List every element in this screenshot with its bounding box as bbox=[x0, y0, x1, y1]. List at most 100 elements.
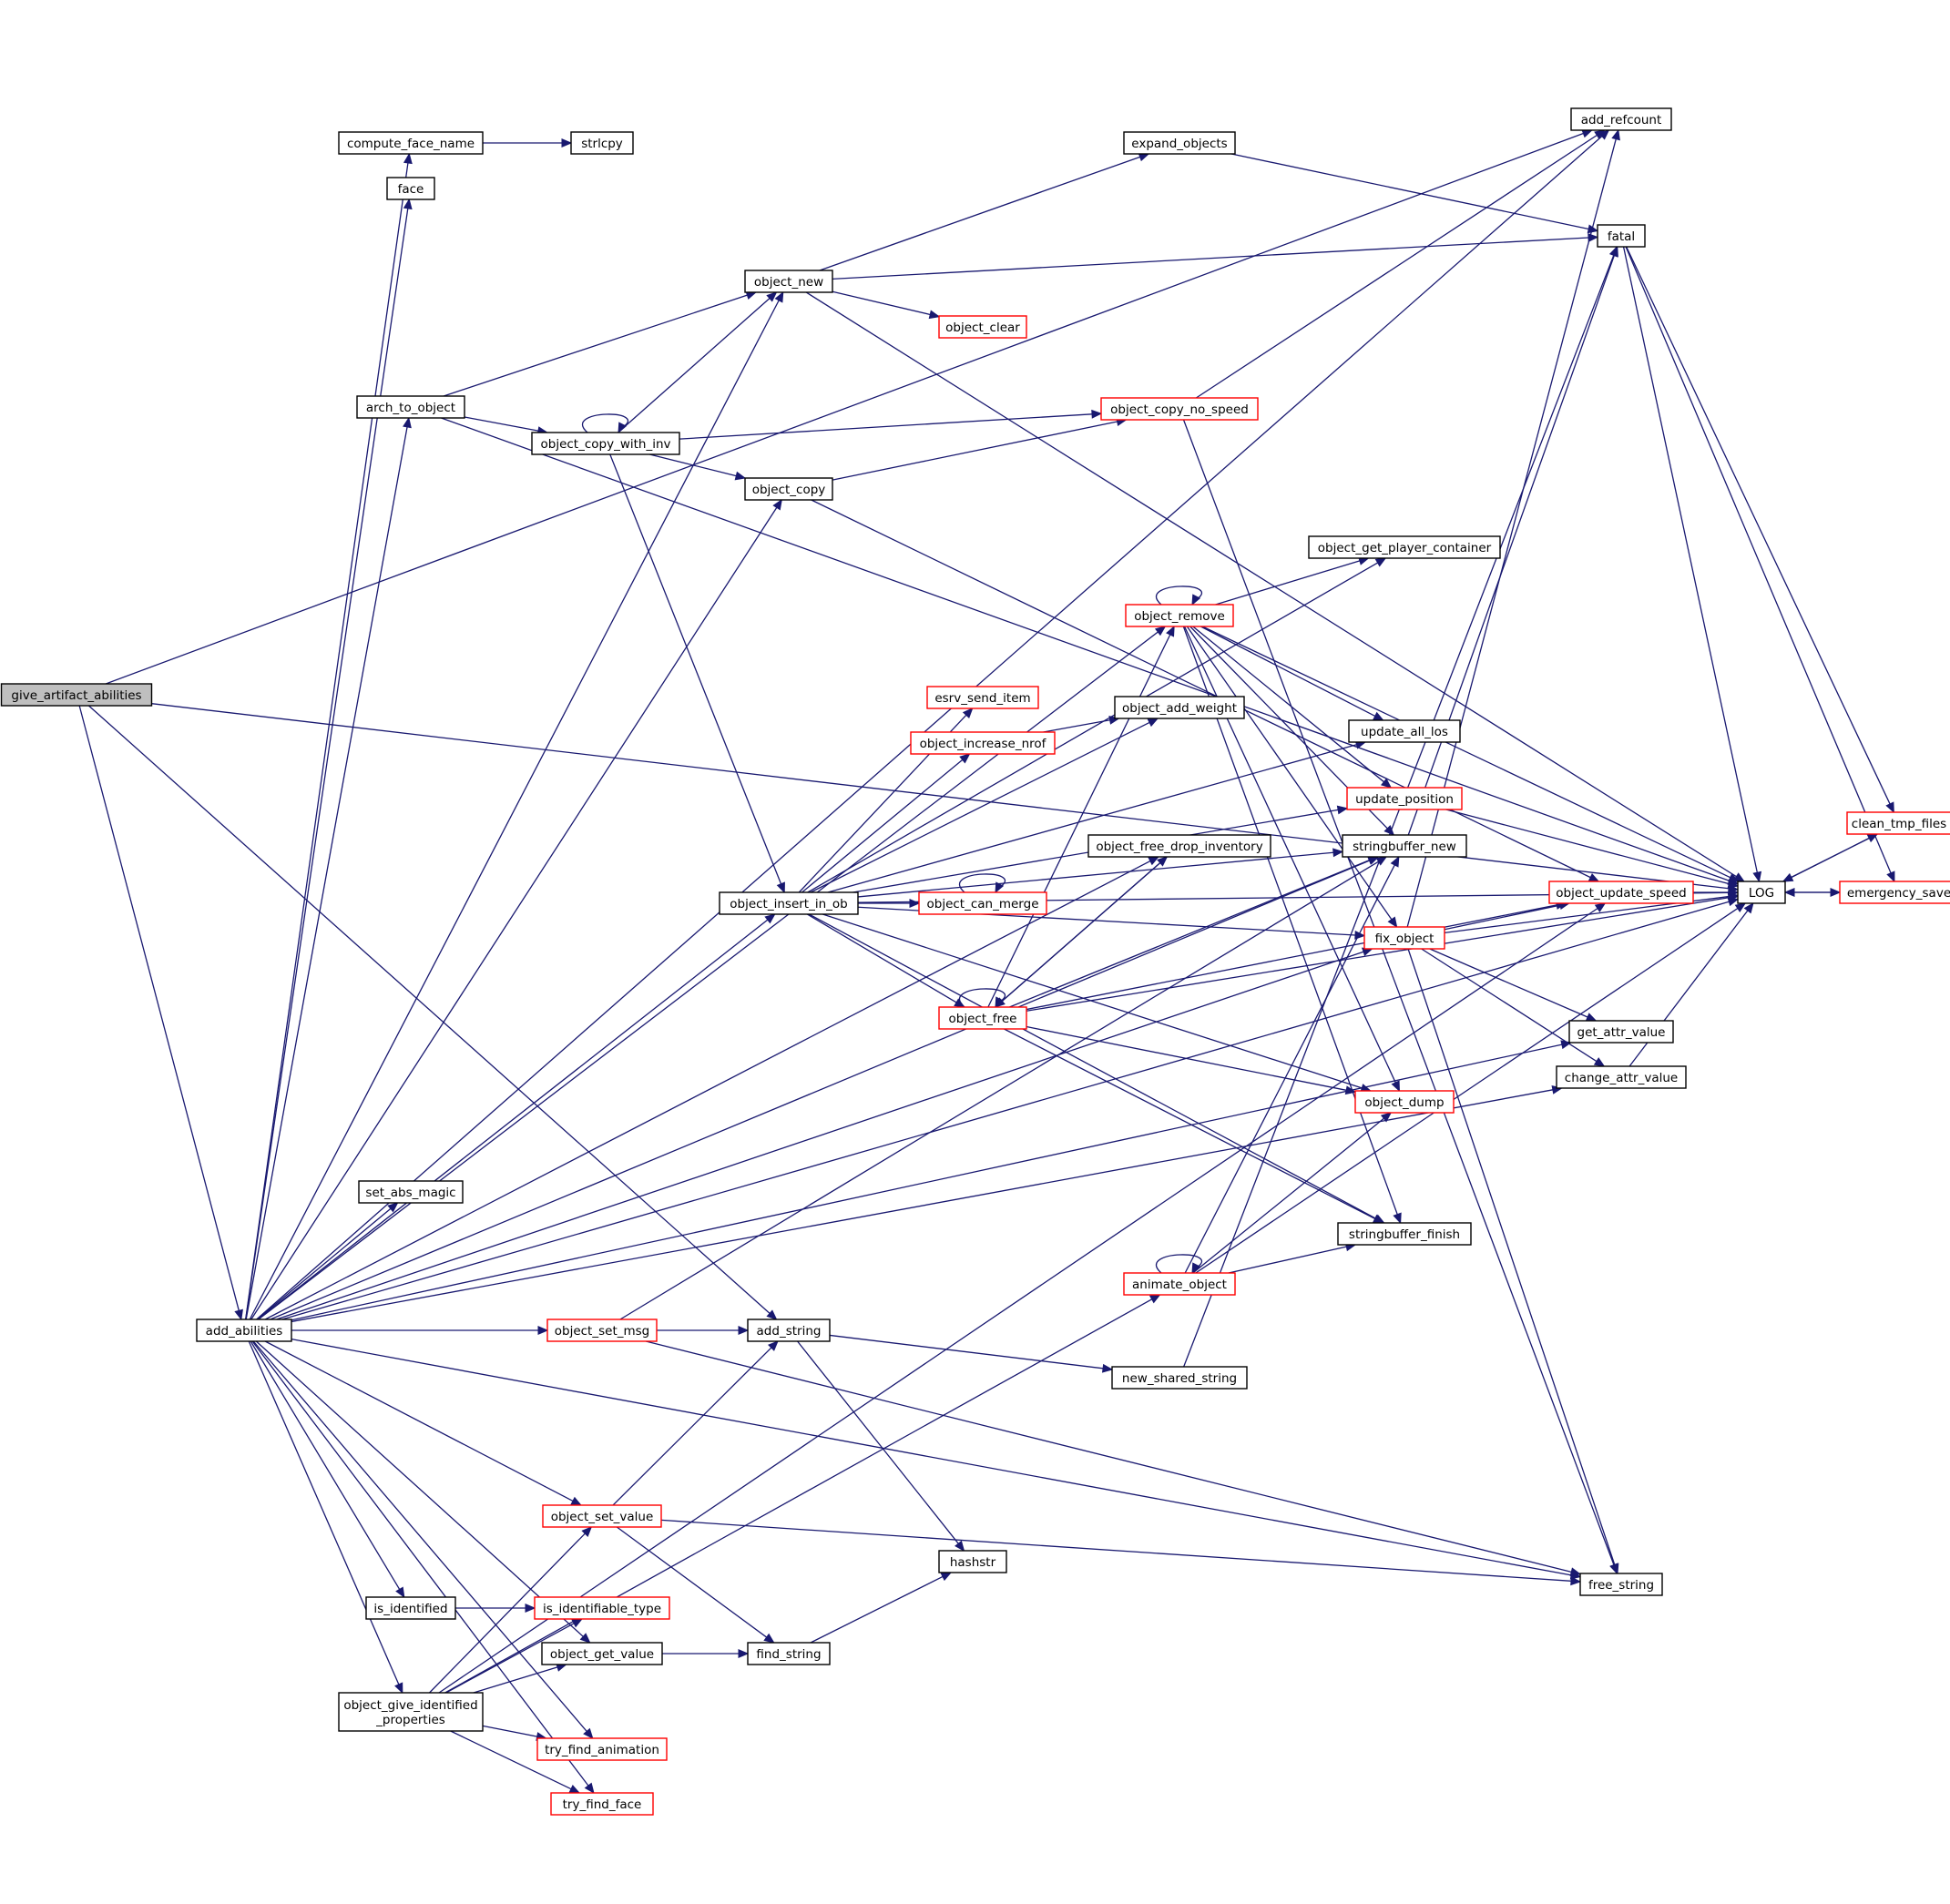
node-try_find_face[interactable]: try_find_face bbox=[550, 1792, 654, 1816]
node-box[interactable] bbox=[570, 131, 634, 155]
node-update_all_los[interactable]: update_all_los bbox=[1348, 719, 1461, 743]
node-box[interactable] bbox=[1111, 1366, 1248, 1390]
node-box[interactable] bbox=[386, 177, 435, 200]
node-add_refcount[interactable]: add_refcount bbox=[1570, 107, 1672, 131]
node-box[interactable] bbox=[1846, 811, 1950, 835]
node-box[interactable] bbox=[546, 1319, 658, 1342]
node-is_identified[interactable]: is_identified bbox=[365, 1596, 456, 1620]
node-box[interactable] bbox=[1354, 1090, 1455, 1114]
node-box[interactable] bbox=[1123, 131, 1236, 155]
node-object_dump[interactable]: object_dump bbox=[1354, 1090, 1455, 1114]
node-box[interactable] bbox=[531, 432, 680, 455]
node-box[interactable] bbox=[1737, 881, 1786, 904]
node-box[interactable] bbox=[744, 270, 833, 293]
node-set_abs_magic[interactable]: set_abs_magic bbox=[358, 1180, 464, 1204]
node-give_artifact_abilities[interactable]: give_artifact_abilities bbox=[0, 683, 153, 707]
node-box[interactable] bbox=[938, 1006, 1027, 1030]
node-box[interactable] bbox=[542, 1504, 662, 1528]
node-box[interactable] bbox=[1123, 1272, 1236, 1296]
node-compute_face_name[interactable]: compute_face_name bbox=[338, 131, 484, 155]
node-object_copy_no_speed[interactable]: object_copy_no_speed bbox=[1100, 397, 1259, 421]
node-add_abilities[interactable]: add_abilities bbox=[196, 1319, 292, 1342]
node-face[interactable]: face bbox=[386, 177, 435, 200]
node-box[interactable] bbox=[926, 686, 1039, 709]
node-stringbuffer_new[interactable]: stringbuffer_new bbox=[1342, 834, 1467, 858]
node-box[interactable] bbox=[1346, 787, 1463, 810]
node-find_string[interactable]: find_string bbox=[747, 1642, 831, 1665]
node-object_set_msg[interactable]: object_set_msg bbox=[546, 1319, 658, 1342]
node-fix_object[interactable]: fix_object bbox=[1363, 926, 1445, 950]
node-box[interactable] bbox=[534, 1596, 670, 1620]
node-object_get_value[interactable]: object_get_value bbox=[541, 1642, 663, 1665]
node-esrv_send_item[interactable]: esrv_send_item bbox=[926, 686, 1039, 709]
node-box[interactable] bbox=[719, 891, 859, 915]
node-object_free_drop_inventory[interactable]: object_free_drop_inventory bbox=[1087, 834, 1271, 858]
node-free_string[interactable]: free_string bbox=[1579, 1573, 1663, 1596]
node-hashstr[interactable]: hashstr bbox=[938, 1550, 1007, 1573]
node-box[interactable] bbox=[744, 477, 833, 501]
node-box[interactable] bbox=[1597, 224, 1646, 248]
node-box[interactable] bbox=[338, 1692, 484, 1732]
node-box[interactable] bbox=[1114, 696, 1245, 719]
node-box[interactable] bbox=[747, 1642, 831, 1665]
node-box[interactable] bbox=[1087, 834, 1271, 858]
node-object_can_merge[interactable]: object_can_merge bbox=[918, 891, 1047, 915]
node-box[interactable] bbox=[1579, 1573, 1663, 1596]
node-box[interactable] bbox=[1568, 1020, 1674, 1044]
node-LOG[interactable]: LOG bbox=[1737, 881, 1786, 904]
node-box[interactable] bbox=[1337, 1222, 1472, 1246]
node-box[interactable] bbox=[536, 1737, 668, 1761]
node-box[interactable] bbox=[1348, 719, 1461, 743]
node-add_string[interactable]: add_string bbox=[747, 1319, 831, 1342]
node-new_shared_string[interactable]: new_shared_string bbox=[1111, 1366, 1248, 1390]
node-box[interactable] bbox=[938, 315, 1027, 339]
node-box[interactable] bbox=[1342, 834, 1467, 858]
node-box[interactable] bbox=[1308, 535, 1501, 559]
node-box[interactable] bbox=[918, 891, 1047, 915]
node-object_insert_in_ob[interactable]: object_insert_in_ob bbox=[719, 891, 859, 915]
node-box[interactable] bbox=[0, 683, 153, 707]
node-box[interactable] bbox=[910, 731, 1056, 755]
node-clean_tmp_files[interactable]: clean_tmp_files bbox=[1846, 811, 1950, 835]
node-animate_object[interactable]: animate_object bbox=[1123, 1272, 1236, 1296]
node-box[interactable] bbox=[365, 1596, 456, 1620]
node-box[interactable] bbox=[541, 1642, 663, 1665]
node-box[interactable] bbox=[1548, 881, 1694, 904]
node-box[interactable] bbox=[338, 131, 484, 155]
node-change_attr_value[interactable]: change_attr_value bbox=[1556, 1065, 1687, 1089]
node-box[interactable] bbox=[1556, 1065, 1687, 1089]
node-box[interactable] bbox=[747, 1319, 831, 1342]
node-box[interactable] bbox=[1100, 397, 1259, 421]
node-box[interactable] bbox=[1570, 107, 1672, 131]
node-object_copy_with_inv[interactable]: object_copy_with_inv bbox=[531, 432, 680, 455]
node-fatal[interactable]: fatal bbox=[1597, 224, 1646, 248]
node-object_set_value[interactable]: object_set_value bbox=[542, 1504, 662, 1528]
node-object_remove[interactable]: object_remove bbox=[1125, 604, 1234, 627]
node-object_copy[interactable]: object_copy bbox=[744, 477, 833, 501]
node-object_get_player_container[interactable]: object_get_player_container bbox=[1308, 535, 1501, 559]
node-object_increase_nrof[interactable]: object_increase_nrof bbox=[910, 731, 1056, 755]
node-object_give_identified_properties[interactable]: object_give_identified_properties bbox=[338, 1692, 484, 1732]
node-stringbuffer_finish[interactable]: stringbuffer_finish bbox=[1337, 1222, 1472, 1246]
node-box[interactable] bbox=[1363, 926, 1445, 950]
node-box[interactable] bbox=[938, 1550, 1007, 1573]
node-object_free[interactable]: object_free bbox=[938, 1006, 1027, 1030]
node-is_identifiable_type[interactable]: is_identifiable_type bbox=[534, 1596, 670, 1620]
node-try_find_animation[interactable]: try_find_animation bbox=[536, 1737, 668, 1761]
node-object_update_speed[interactable]: object_update_speed bbox=[1548, 881, 1694, 904]
node-strlcpy[interactable]: strlcpy bbox=[570, 131, 634, 155]
node-box[interactable] bbox=[1839, 881, 1950, 904]
node-arch_to_object[interactable]: arch_to_object bbox=[356, 395, 465, 419]
node-emergency_save[interactable]: emergency_save bbox=[1839, 881, 1950, 904]
node-box[interactable] bbox=[1125, 604, 1234, 627]
node-box[interactable] bbox=[196, 1319, 292, 1342]
node-box[interactable] bbox=[356, 395, 465, 419]
node-get_attr_value[interactable]: get_attr_value bbox=[1568, 1020, 1674, 1044]
node-box[interactable] bbox=[358, 1180, 464, 1204]
node-box[interactable] bbox=[550, 1792, 654, 1816]
node-object_clear[interactable]: object_clear bbox=[938, 315, 1027, 339]
node-object_new[interactable]: object_new bbox=[744, 270, 833, 293]
node-expand_objects[interactable]: expand_objects bbox=[1123, 131, 1236, 155]
node-update_position[interactable]: update_position bbox=[1346, 787, 1463, 810]
node-object_add_weight[interactable]: object_add_weight bbox=[1114, 696, 1245, 719]
